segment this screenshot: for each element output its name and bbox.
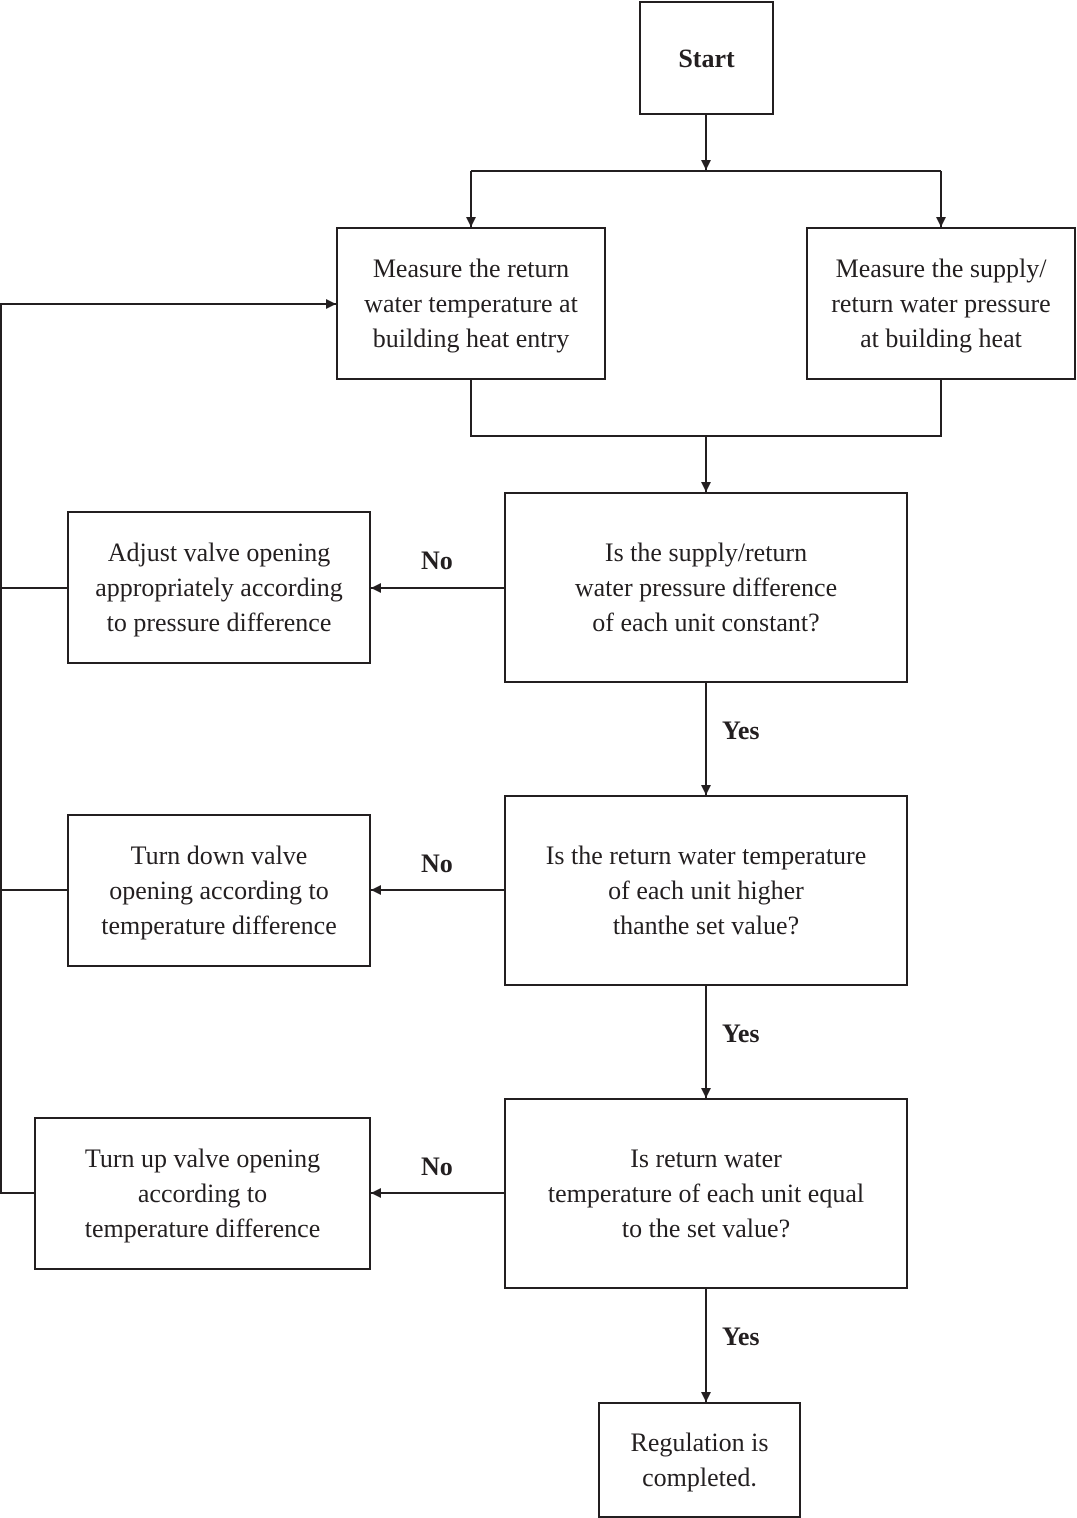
node-text-line: Is return water [630, 1144, 782, 1173]
node-text-line: of each unit constant? [592, 608, 820, 637]
node-text-line: to pressure difference [106, 608, 332, 637]
node-text-line: Measure the supply/ [835, 254, 1047, 283]
node-text-line: Turn down valve [130, 841, 308, 870]
node-text-line: to the set value? [621, 1214, 791, 1243]
node-text-line: thanthe set value? [612, 911, 800, 940]
node-text-line: return water pressure [831, 289, 1051, 318]
turn-up-valve-node: Turn up valve opening according to tempera… [34, 1117, 371, 1270]
edge-label-no-pressure: No [421, 546, 453, 575]
node-text-line: Start [678, 43, 735, 73]
edge-label-yes-higher: Yes [722, 1019, 760, 1048]
node-text-line: at building heat [860, 324, 1022, 353]
regulation-completed-node: Regulation is completed. [598, 1402, 801, 1518]
node-text-line: Is the return water temperature [545, 841, 867, 870]
connector-merge [470, 380, 942, 437]
node-text-line: completed. [642, 1463, 757, 1492]
node-text-line: Measure the return [372, 254, 570, 283]
adjust-valve-opening-node: Adjust valve opening appropriately accord… [67, 511, 371, 664]
edge-label-yes-pressure: Yes [722, 716, 760, 745]
turn-down-valve-node: Turn down valve opening according to tempe… [67, 814, 371, 967]
node-text-line: opening according to [109, 876, 329, 905]
node-text-line: water temperature at [364, 289, 578, 318]
node-text-line: building heat entry [372, 324, 570, 353]
node-text-line: Regulation is [630, 1428, 769, 1457]
node-text-line: of each unit higher [608, 876, 804, 905]
node-text-line: water pressure difference [574, 573, 838, 602]
node-text-line: Turn up valve opening [84, 1144, 321, 1173]
temperature-higher-decision-node: Is the return water temperature of each u… [504, 795, 908, 986]
node-text-line: temperature of each unit equal [547, 1179, 865, 1208]
pressure-difference-decision-node: Is the supply/return water pressure diffe… [504, 492, 908, 683]
start-node: Start [639, 1, 774, 115]
node-text-line: appropriately according [95, 573, 343, 602]
measure-supply-return-pressure-node: Measure the supply/return water pressure… [806, 227, 1076, 380]
edge-label-yes-equal: Yes [722, 1322, 760, 1351]
node-text-line: temperature difference [101, 911, 337, 940]
node-text-line: Adjust valve opening [107, 538, 331, 567]
measure-return-temperature-node: Measure the return water temperature at bu… [336, 227, 606, 380]
node-text-line: temperature difference [84, 1214, 321, 1243]
node-text-line: Is the supply/return [604, 538, 808, 567]
edge-label-no-equal: No [421, 1152, 453, 1181]
connector-feedback-loop [0, 299, 336, 1194]
node-text-line: according to [137, 1179, 268, 1208]
temperature-equal-decision-node: Is return water temperature of each unit … [504, 1098, 908, 1289]
edge-label-no-higher: No [421, 849, 453, 878]
